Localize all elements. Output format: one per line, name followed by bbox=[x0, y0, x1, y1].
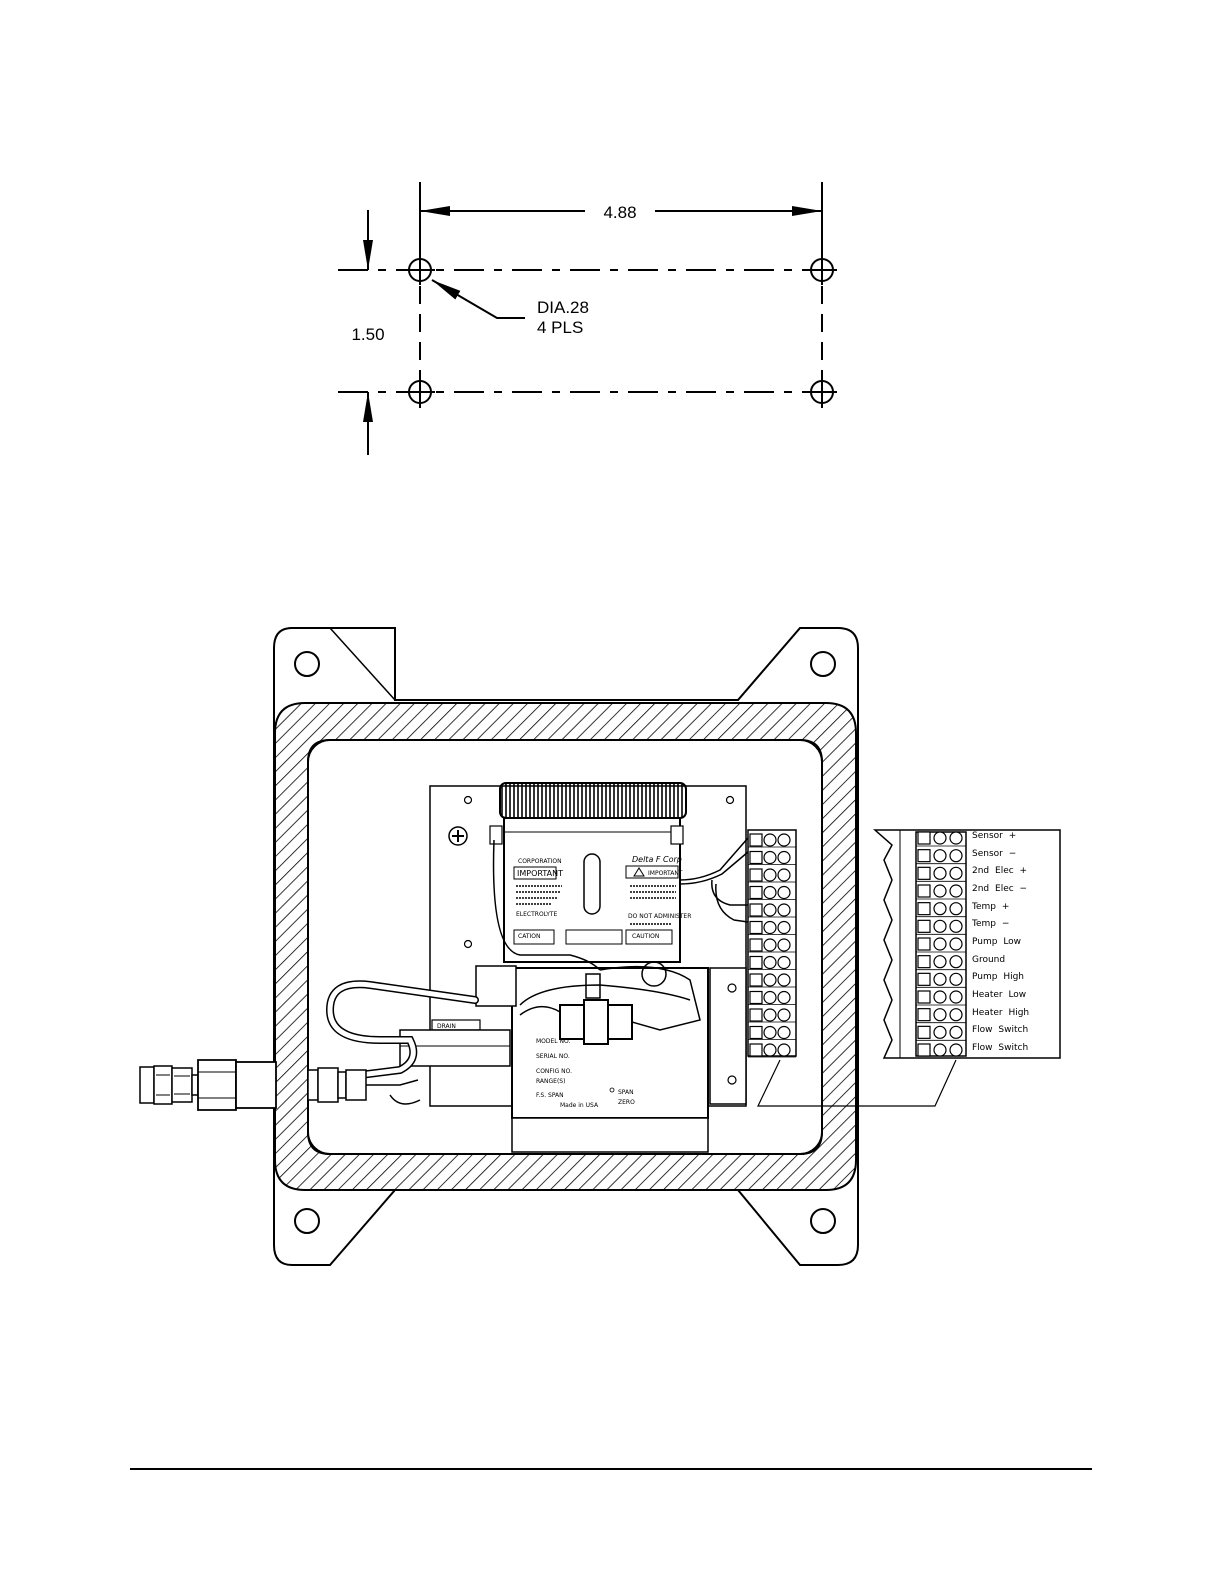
terminal-small-2 bbox=[748, 850, 796, 865]
terminal-label-1: Sensor + bbox=[972, 831, 1017, 841]
inlet-fitting bbox=[139, 1059, 277, 1111]
terminal-9 bbox=[916, 972, 966, 988]
mounting-hole-bottom-left bbox=[405, 377, 435, 407]
terminal-small-3 bbox=[748, 868, 796, 883]
flange-hole-bottom-right bbox=[810, 1208, 836, 1234]
terminal-4 bbox=[916, 884, 966, 900]
terminal-label-8: Ground bbox=[972, 954, 1006, 965]
terminal-small-7 bbox=[748, 938, 796, 953]
sensor-sight-window bbox=[583, 853, 601, 915]
nameplate-range: RANGE(S) bbox=[536, 1078, 565, 1085]
mounting-hole-drawing: 4.88 1.50 DIA.28 4 PLS bbox=[338, 182, 838, 455]
hole-callout-line2: 4 PLS bbox=[537, 318, 583, 337]
sample-tubing bbox=[325, 980, 479, 1079]
footer-rule bbox=[130, 1468, 1092, 1470]
terminal-label-10: Heater Low bbox=[972, 990, 1027, 1000]
sensor-label-right-note: DO NOT ADMINISTER bbox=[628, 913, 691, 920]
terminal-small-6 bbox=[748, 920, 796, 935]
sensor-label-left-note: ELECTROLYTE bbox=[516, 911, 558, 918]
terminal-2 bbox=[916, 849, 966, 865]
terminal-small-11 bbox=[748, 1008, 796, 1023]
drain-block bbox=[431, 1019, 481, 1031]
mounting-hole-top-left bbox=[405, 255, 435, 285]
terminal-small-4 bbox=[748, 885, 796, 900]
enclosure-wall-hatched bbox=[274, 702, 857, 1191]
nameplate-serial: SERIAL NO. bbox=[536, 1053, 570, 1060]
terminal-small-9 bbox=[748, 973, 796, 988]
terminal-10 bbox=[916, 990, 966, 1006]
terminal-small-8 bbox=[748, 955, 796, 970]
sensor-body bbox=[503, 817, 681, 963]
nameplate-fs-span: F.S. SPAN bbox=[536, 1092, 564, 1099]
terminal-label-5: Temp + bbox=[972, 901, 1010, 912]
terminal-8 bbox=[916, 955, 966, 971]
terminal-5 bbox=[916, 902, 966, 918]
height-dimension: 1.50 bbox=[351, 325, 384, 344]
sensor-label-right-brand: Delta F Corp bbox=[632, 855, 682, 864]
terminal-13 bbox=[916, 1043, 966, 1059]
terminal-label-6: Temp − bbox=[972, 919, 1010, 930]
enclosure-cavity bbox=[307, 739, 823, 1155]
hole-callout-line1: DIA.28 bbox=[537, 298, 589, 317]
nameplate-span: SPAN bbox=[618, 1089, 634, 1096]
sensor-label-right-heading: IMPORTANT bbox=[648, 870, 683, 877]
terminal-label-2: Sensor − bbox=[972, 848, 1017, 859]
terminal-label-11: Heater High bbox=[972, 1007, 1030, 1018]
terminal-detail-strip bbox=[915, 831, 967, 1059]
wire-connector bbox=[559, 1004, 633, 1040]
detail-leader bbox=[757, 1059, 957, 1107]
drain-label: DRAIN bbox=[437, 1023, 456, 1030]
nameplate-zero: ZERO bbox=[618, 1099, 635, 1106]
terminal-detail-breakout bbox=[873, 829, 1061, 1059]
hole-callout-leader bbox=[431, 279, 525, 319]
terminal-small-5 bbox=[748, 903, 796, 918]
flange-hole-top-left bbox=[294, 651, 320, 677]
terminal-1 bbox=[916, 831, 966, 847]
terminal-3 bbox=[916, 866, 966, 882]
terminal-small-12 bbox=[748, 1025, 796, 1040]
sensor-cap bbox=[499, 782, 687, 819]
sensor-label-right-box: CAUTION bbox=[632, 933, 659, 940]
terminal-6 bbox=[916, 919, 966, 935]
analyzer-module bbox=[511, 967, 709, 1119]
terminal-label-9: Pump High bbox=[972, 972, 1024, 983]
terminal-label-13: Flow Switch bbox=[972, 1043, 1029, 1053]
terminal-label-3: 2nd Elec + bbox=[972, 866, 1028, 877]
terminal-label-12: Flow Switch bbox=[972, 1025, 1029, 1036]
terminal-small-10 bbox=[748, 990, 796, 1005]
terminal-label-4: 2nd Elec − bbox=[972, 884, 1028, 894]
flange-hole-bottom-left bbox=[294, 1208, 320, 1234]
flange-hole-top-right bbox=[810, 651, 836, 677]
nameplate-made-in: Made in USA bbox=[560, 1102, 599, 1109]
ground-screw-icon bbox=[448, 826, 468, 846]
terminal-strip bbox=[747, 829, 797, 1058]
terminal-small-13 bbox=[748, 1043, 796, 1058]
sensor-label-left-heading: IMPORTANT bbox=[517, 869, 563, 878]
nameplate-model: MODEL NO. bbox=[536, 1038, 571, 1045]
mounting-plate bbox=[429, 785, 747, 1107]
nameplate-config: CONFIG NO. bbox=[536, 1068, 572, 1075]
terminal-small-1 bbox=[748, 833, 796, 848]
terminal-11 bbox=[916, 1008, 966, 1024]
terminal-7 bbox=[916, 937, 966, 953]
internal-fitting bbox=[307, 1067, 421, 1105]
sensor-label-left-box: CATION bbox=[518, 933, 540, 940]
mounting-hole-bottom-right bbox=[807, 377, 837, 407]
mounting-hole-top-right bbox=[807, 255, 837, 285]
terminal-12 bbox=[916, 1025, 966, 1041]
terminal-label-7: Pump Low bbox=[972, 937, 1022, 947]
enclosure-flange bbox=[273, 627, 859, 1266]
width-dimension: 4.88 bbox=[603, 203, 636, 222]
module-gauge-icon bbox=[641, 961, 667, 987]
sensor-label-left-brand: CORPORATION bbox=[518, 858, 562, 865]
